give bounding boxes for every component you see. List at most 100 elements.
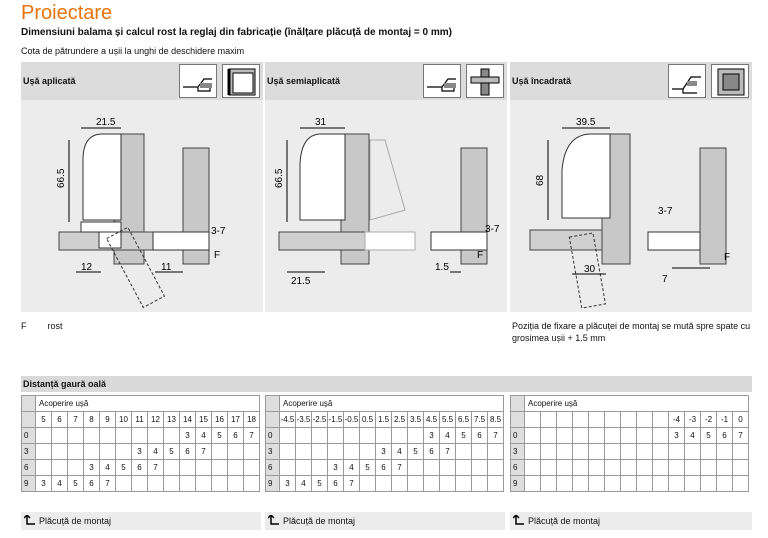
table-cell (147, 427, 164, 444)
table-cell: 3 (375, 443, 392, 460)
table-cell: 3 (668, 427, 685, 444)
dim-f: F (214, 250, 220, 261)
table-cell (163, 459, 180, 476)
table-cell (343, 443, 360, 460)
table-cell: 7 (439, 443, 456, 460)
table-cell (163, 475, 180, 492)
table-cell (67, 443, 84, 460)
table-cell (391, 427, 408, 444)
diagram-half-overlay: 31 66.5 21.5 1.5 3-7 F (265, 100, 507, 312)
table-cell (243, 475, 260, 492)
table-cell (620, 427, 637, 444)
footer-label: Plăcuță de montaj (283, 516, 356, 526)
row-label: 0 (21, 427, 36, 444)
table-cell: 4 (391, 443, 408, 460)
row-label: 0 (510, 427, 525, 444)
table-cell (716, 459, 733, 476)
table-cell (195, 475, 212, 492)
table-cell (556, 443, 573, 460)
panel-inset-door: Ușă încadrată 39.5 68 30 7 3-7 F (510, 62, 752, 312)
panel-header: Ușă semiaplicată (265, 62, 507, 100)
table-cell (471, 475, 488, 492)
table-cell: 5 (311, 475, 328, 492)
table-cell: 7 (343, 475, 360, 492)
table-cell (279, 459, 296, 476)
legend-key: F (21, 321, 27, 331)
table-cell (668, 443, 685, 460)
corner-arrow-icon (513, 515, 524, 525)
panel-header: Ușă aplicată (21, 62, 263, 100)
table-cell (83, 443, 100, 460)
dim-d: 1.5 (435, 262, 449, 273)
table-cell (455, 475, 472, 492)
table-cell (652, 475, 669, 492)
dim-e: 3-7 (485, 224, 500, 235)
table-cell (716, 443, 733, 460)
table-cell (359, 475, 376, 492)
table-cell: 4 (343, 459, 360, 476)
table-cell (524, 443, 541, 460)
table-header: Acoperire ușă (279, 395, 504, 412)
panel-label: Ușă încadrată (512, 76, 572, 86)
table-cell (556, 427, 573, 444)
table-cell (540, 459, 557, 476)
table-cell (35, 443, 52, 460)
table-cell (572, 475, 589, 492)
table-cell (295, 427, 312, 444)
table-cell (588, 443, 605, 460)
table-cell (700, 459, 717, 476)
table-cell: 3 (423, 427, 440, 444)
dim-f: F (724, 252, 730, 263)
row-label: 6 (265, 459, 280, 476)
table-cell (311, 427, 328, 444)
table-cell: 7 (147, 459, 164, 476)
footer-label: Plăcuță de montaj (528, 516, 601, 526)
table-cell (636, 459, 653, 476)
table-cell (604, 475, 621, 492)
hinge-side-icon (423, 64, 461, 98)
dim-a: 21.5 (96, 117, 116, 128)
table-cell (604, 443, 621, 460)
table-cell (131, 475, 148, 492)
table-cell (455, 443, 472, 460)
row-label: 9 (510, 475, 525, 492)
cabinet-half-overlay-icon (466, 64, 504, 98)
table-cell (147, 475, 164, 492)
table-header: Acoperire ușă (524, 395, 749, 412)
table-cell: 6 (227, 427, 244, 444)
table-cell (604, 459, 621, 476)
table-cell: 7 (391, 459, 408, 476)
table-cell (652, 443, 669, 460)
table-cell (716, 475, 733, 492)
table-cell (51, 443, 68, 460)
dim-c: 21.5 (291, 276, 311, 287)
table-cell: 3 (179, 427, 196, 444)
row-label: 9 (265, 475, 280, 492)
dim-c: 12 (81, 262, 93, 273)
table-cell: 4 (51, 475, 68, 492)
table-cell (524, 475, 541, 492)
table-cell (67, 459, 84, 476)
table-cell (684, 459, 701, 476)
table-cell: 4 (684, 427, 701, 444)
table-cell (163, 427, 180, 444)
table-cell: 6 (471, 427, 488, 444)
table-cell (487, 443, 504, 460)
table-cell (227, 443, 244, 460)
table-cell (455, 459, 472, 476)
table-cell (311, 443, 328, 460)
table-cell: 6 (423, 443, 440, 460)
table-cell (35, 459, 52, 476)
table-cell (99, 443, 116, 460)
page-subtitle: Dimensiuni balama și calcul rost la regl… (21, 27, 452, 38)
row-label: 3 (265, 443, 280, 460)
table-cell (732, 475, 749, 492)
table-cell (572, 443, 589, 460)
